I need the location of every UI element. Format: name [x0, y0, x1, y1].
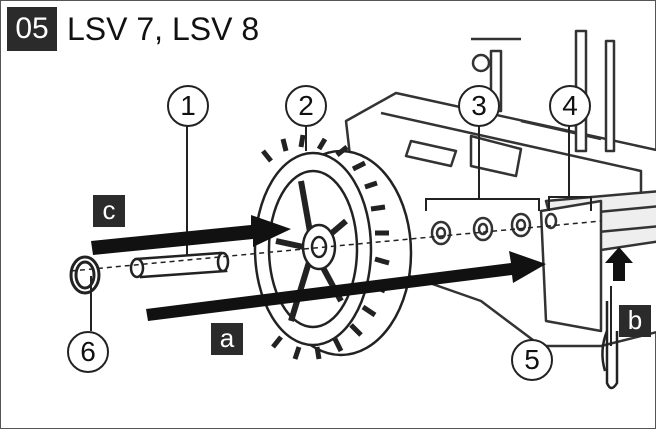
washer-set: [430, 212, 558, 246]
callout-2: 2: [285, 85, 327, 127]
axis-line: [70, 220, 602, 272]
step-number-badge: 05: [7, 7, 57, 51]
chassis-frame: [344, 29, 656, 348]
spring-clip: [601, 301, 619, 390]
callout-6: 6: [67, 331, 109, 373]
axle-pin: [129, 251, 230, 279]
label-a: a: [211, 323, 243, 355]
label-c: c: [93, 195, 125, 227]
callout-4: 4: [549, 85, 591, 127]
label-b: b: [619, 305, 651, 337]
page-title: LSV 7, LSV 8: [67, 11, 260, 47]
callout-3: 3: [458, 85, 500, 127]
arrow-b: [605, 247, 633, 281]
arrow-c: [91, 215, 291, 255]
arrow-a: [146, 251, 546, 321]
callout-5: 5: [511, 339, 553, 381]
callout-1: 1: [167, 85, 209, 127]
retaining-ring: [69, 255, 101, 295]
